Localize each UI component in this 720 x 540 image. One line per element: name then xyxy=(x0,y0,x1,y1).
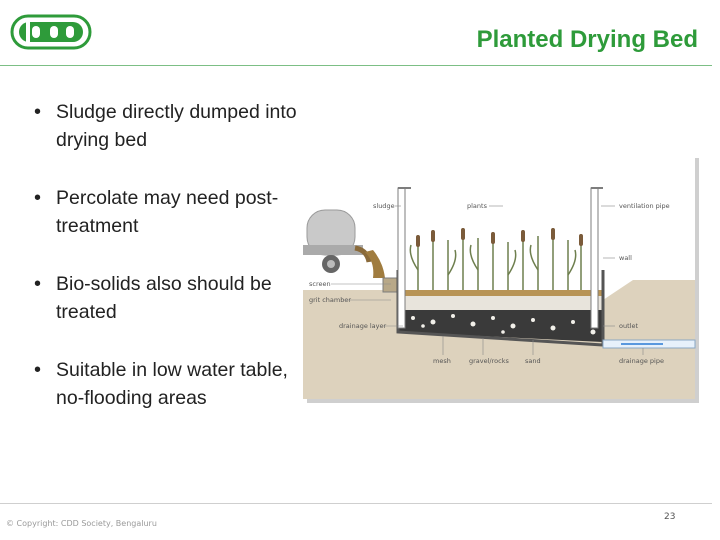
bullet-text: Suitable in low water table, no-flooding… xyxy=(56,359,288,409)
label-plants: plants xyxy=(467,202,488,210)
cattail-heads xyxy=(416,228,583,247)
label-sludge: sludge xyxy=(373,202,395,210)
bullet-text: Bio-solids also should be treated xyxy=(56,273,272,323)
title-divider xyxy=(0,65,712,66)
sand-layer xyxy=(398,296,603,310)
bullet-icon: • xyxy=(34,273,42,295)
label-wall: wall xyxy=(619,254,632,262)
bullet-text: Sludge directly dumped into drying bed xyxy=(56,101,297,151)
bullet-item: • Bio-solids also should be treated xyxy=(34,270,304,326)
label-ventilation-pipe: ventilation pipe xyxy=(619,202,670,210)
ventilation-pipe-left xyxy=(397,187,406,329)
copyright-text: © Copyright: CDD Society, Bengaluru xyxy=(6,519,157,528)
cdd-logo xyxy=(10,14,92,50)
bullet-item: • Suitable in low water table, no-floodi… xyxy=(34,356,304,412)
page-number: 23 xyxy=(664,512,676,522)
sludge-stream xyxy=(365,250,385,278)
label-gravel-rocks: gravel/rocks xyxy=(469,357,509,365)
bullet-item: • Sludge directly dumped into drying bed xyxy=(34,98,304,154)
bullet-icon: • xyxy=(34,101,42,123)
label-drainage-pipe: drainage pipe xyxy=(619,357,664,365)
label-grit-chamber: grit chamber xyxy=(309,296,351,304)
tanker-truck-icon xyxy=(303,209,372,273)
drying-bed-diagram: sludge plants ventilation pipe wall scre… xyxy=(303,150,703,405)
label-outlet: outlet xyxy=(619,322,638,330)
slide-title: Planted Drying Bed xyxy=(476,26,698,53)
label-mesh: mesh xyxy=(433,357,451,365)
label-screen: screen xyxy=(309,280,331,288)
bullet-item: • Percolate may need post-treatment xyxy=(34,184,304,240)
bullet-icon: • xyxy=(34,187,42,209)
label-drainage-layer: drainage layer xyxy=(339,322,387,330)
ventilation-pipe-right xyxy=(590,187,599,329)
bullet-icon: • xyxy=(34,359,42,381)
footer-divider xyxy=(0,503,712,504)
bullet-text: Percolate may need post-treatment xyxy=(56,187,279,237)
label-sand: sand xyxy=(525,357,541,365)
bullet-list: • Sludge directly dumped into drying bed… xyxy=(34,98,304,442)
